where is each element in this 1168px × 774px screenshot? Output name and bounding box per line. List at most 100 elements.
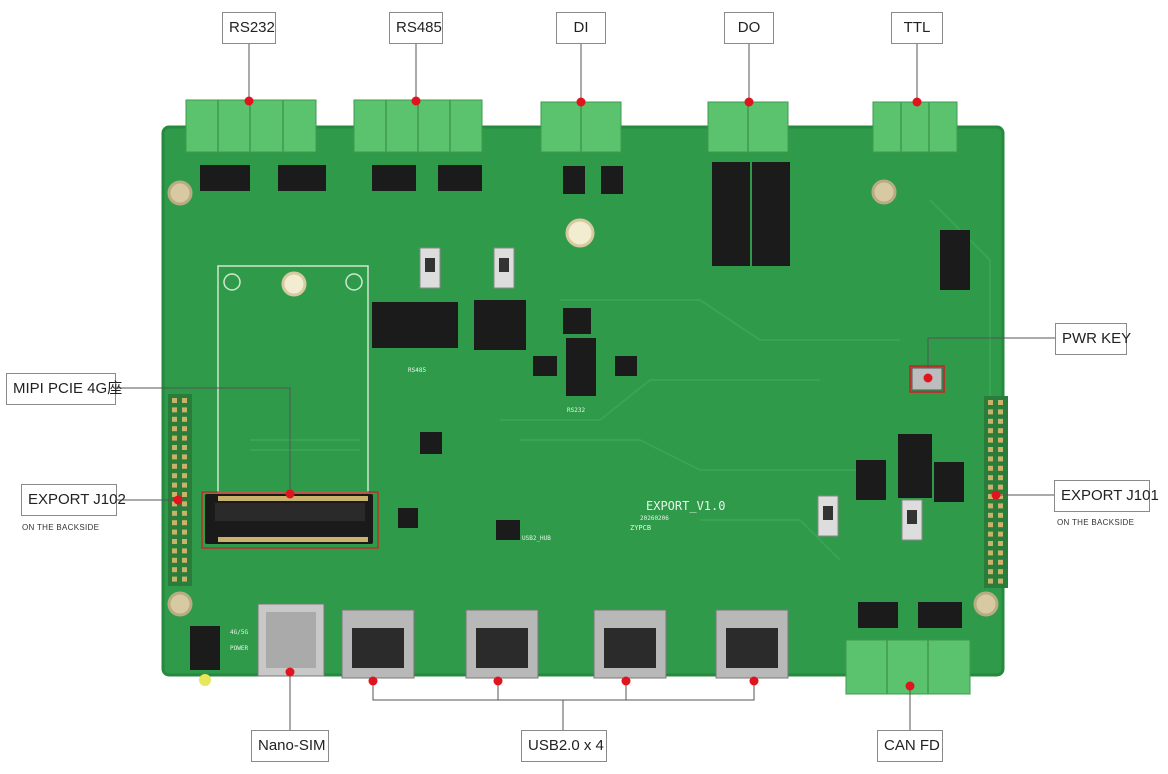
header-pin xyxy=(172,482,177,488)
header-pin xyxy=(988,447,993,452)
header-pin xyxy=(172,435,177,441)
header-pin xyxy=(172,463,177,469)
header-pin xyxy=(998,400,1003,405)
header-pin xyxy=(998,447,1003,452)
silk-board-name: EXPORT_V1.0 xyxy=(646,499,725,513)
silk-brand: ZYPCB xyxy=(630,524,651,532)
header-pin xyxy=(988,522,993,528)
header-pin xyxy=(998,559,1003,565)
terminal-blocks-top xyxy=(185,99,958,153)
header-pin xyxy=(998,578,1003,584)
header-pin xyxy=(172,501,177,507)
slide-switches xyxy=(419,247,923,541)
header-pin xyxy=(988,494,993,499)
header-pin xyxy=(988,409,993,415)
header-pin xyxy=(998,541,1003,546)
label-ttl: TTL xyxy=(891,12,943,44)
header-pin xyxy=(182,426,187,432)
header-pin xyxy=(998,550,1003,556)
label-usb: USB2.0 x 4 xyxy=(521,730,607,762)
header-pin xyxy=(998,409,1003,415)
usb-ports xyxy=(341,609,789,679)
label-do: DO xyxy=(724,12,774,44)
header-pin xyxy=(988,465,993,471)
header-pin xyxy=(172,576,177,582)
pcb-body xyxy=(163,127,1003,675)
header-pin xyxy=(172,492,177,497)
yellow-led xyxy=(199,674,211,686)
callout-markers xyxy=(173,96,1001,691)
header-pin xyxy=(988,559,993,565)
header-pin xyxy=(998,437,1003,443)
label-export-j102: EXPORT J102 xyxy=(21,484,126,516)
header-pin xyxy=(998,531,1003,537)
header-pin xyxy=(172,520,177,526)
silk-rs485: RS485 xyxy=(408,367,426,374)
header-pin xyxy=(182,435,187,441)
header-pin xyxy=(182,529,187,535)
mounting-holes xyxy=(167,179,999,617)
header-pin xyxy=(988,578,993,584)
note-j101-backside: ON THE BACKSIDE xyxy=(1057,518,1135,527)
silk-power: POWER xyxy=(230,645,248,652)
m2-connector xyxy=(205,494,373,544)
header-pin xyxy=(182,492,187,497)
leader-lines xyxy=(116,44,1055,730)
header-pin xyxy=(172,454,177,460)
header-pin xyxy=(998,569,1003,575)
header-pin xyxy=(998,494,1003,499)
header-pin xyxy=(172,529,177,535)
label-can-fd: CAN FD xyxy=(877,730,943,762)
header-pin xyxy=(172,416,177,422)
header-pin xyxy=(182,567,187,573)
header-pin xyxy=(182,548,187,554)
header-pin xyxy=(172,567,177,573)
header-pin xyxy=(182,454,187,460)
label-rs485: RS485 xyxy=(389,12,443,44)
label-pwr-key: PWR KEY xyxy=(1055,323,1131,355)
header-pin xyxy=(172,445,177,450)
header-pin xyxy=(182,510,187,516)
header-pin xyxy=(988,437,993,443)
header-pin xyxy=(998,456,1003,462)
j101-pins xyxy=(988,400,1003,584)
header-pin xyxy=(988,569,993,575)
header-pin xyxy=(182,473,187,479)
header-pin xyxy=(988,531,993,537)
header-pin xyxy=(182,520,187,526)
header-pin xyxy=(182,539,187,544)
header-pin xyxy=(182,416,187,422)
header-pin xyxy=(182,482,187,488)
header-pin xyxy=(998,503,1003,509)
header-pin xyxy=(172,473,177,479)
header-pin xyxy=(988,475,993,481)
header-pin xyxy=(998,475,1003,481)
j102-pins xyxy=(172,398,187,582)
header-pin xyxy=(988,541,993,546)
header-pin xyxy=(988,428,993,434)
m2-highlight-box xyxy=(201,491,379,549)
label-mipi-pcie: MIPI PCIE 4G座 xyxy=(6,373,122,405)
ics xyxy=(200,165,970,628)
pin-header-j102 xyxy=(168,394,192,586)
header-pin xyxy=(988,418,993,424)
header-pin xyxy=(172,426,177,432)
header-pin xyxy=(988,484,993,490)
header-pin xyxy=(182,557,187,563)
header-pin xyxy=(182,463,187,469)
header-pin xyxy=(998,522,1003,528)
silk-usb-hub: USB2_HUB xyxy=(522,535,551,542)
header-pin xyxy=(998,418,1003,424)
header-pin xyxy=(172,398,177,403)
header-pin xyxy=(182,407,187,413)
header-pin xyxy=(998,512,1003,518)
header-pin xyxy=(988,550,993,556)
label-di: DI xyxy=(556,12,606,44)
header-pin xyxy=(182,576,187,582)
header-pin xyxy=(172,510,177,516)
header-pin xyxy=(172,407,177,413)
header-pin xyxy=(998,428,1003,434)
header-pin xyxy=(998,484,1003,490)
header-pin xyxy=(172,557,177,563)
